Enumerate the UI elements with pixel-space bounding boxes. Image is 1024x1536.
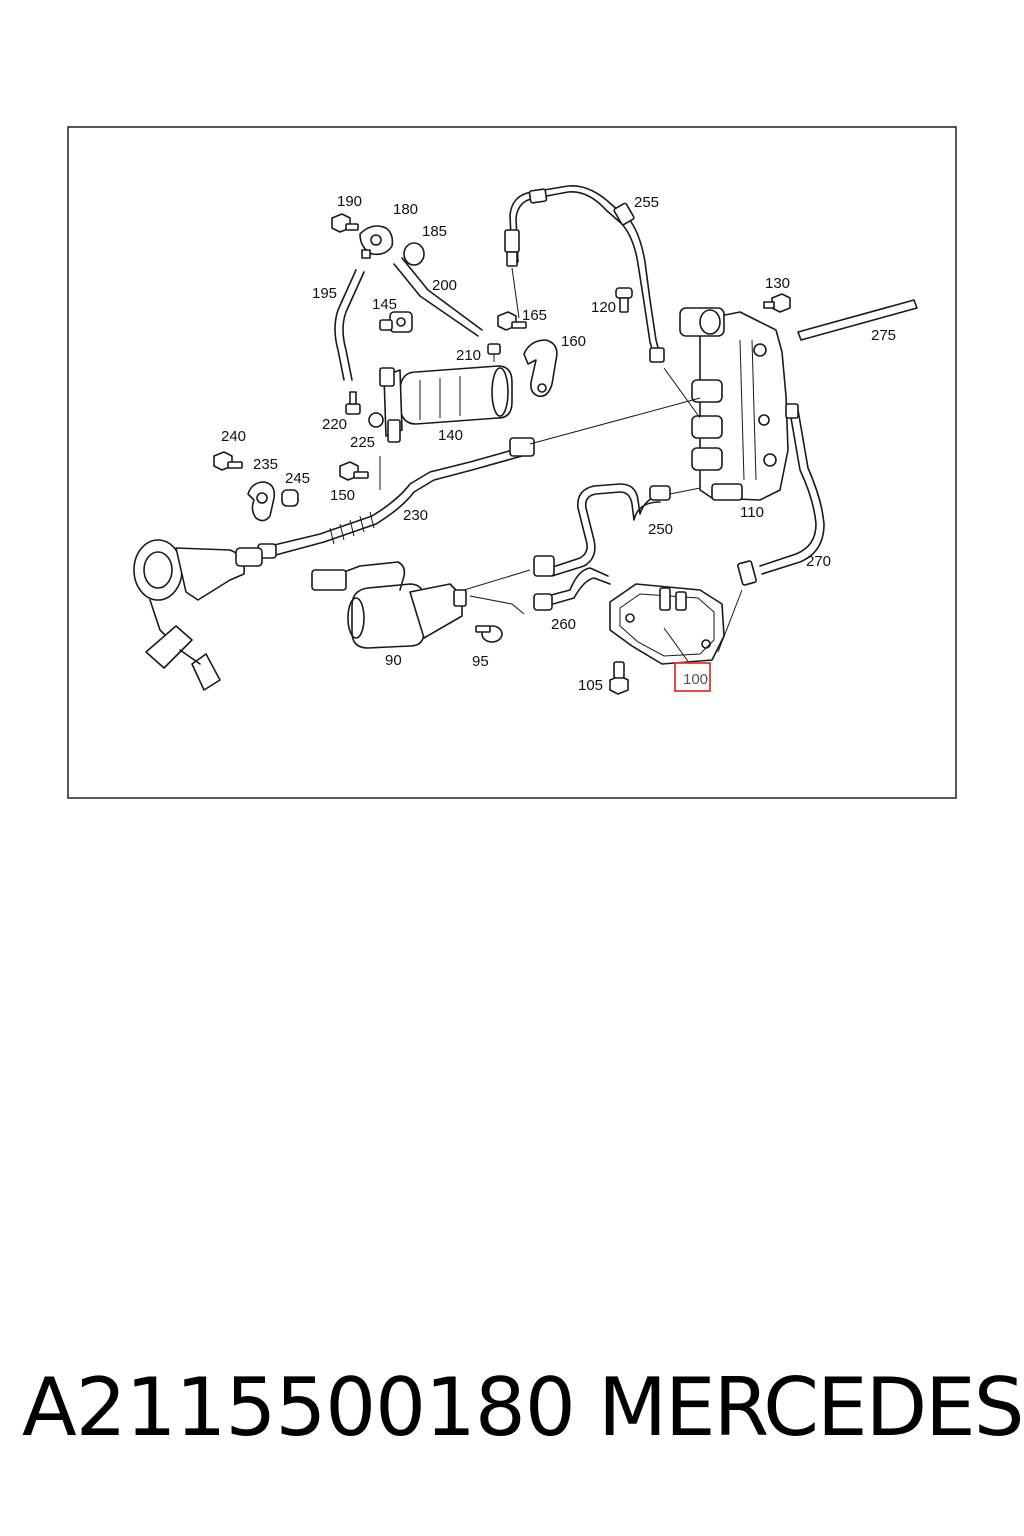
callout-225: 225	[350, 434, 375, 451]
bracket-160	[523, 339, 558, 398]
o-ring-185	[403, 242, 425, 266]
callout-90: 90	[385, 652, 402, 669]
bolt-130	[763, 293, 791, 313]
callout-220: 220	[322, 416, 347, 433]
bolt-120	[615, 287, 633, 313]
callout-165: 165	[522, 307, 547, 324]
callout-145: 145	[372, 296, 397, 313]
bolt-105	[609, 661, 629, 695]
clutch-slave-cylinder	[133, 539, 263, 691]
motor-90	[311, 561, 467, 649]
callout-200: 200	[432, 277, 457, 294]
flange-180	[359, 225, 394, 259]
callout-240: 240	[221, 428, 246, 445]
callout-250: 250	[648, 521, 673, 538]
brand-name: MERCEDES	[598, 1361, 1024, 1454]
callout-160: 160	[561, 333, 586, 350]
callout-245: 245	[285, 470, 310, 487]
clamp-235	[247, 481, 276, 522]
callout-255: 255	[634, 194, 659, 211]
callout-120: 120	[591, 299, 616, 316]
diagram-frame	[67, 126, 957, 799]
callout-230: 230	[403, 507, 428, 524]
pump-140	[379, 365, 513, 443]
callout-150: 150	[330, 487, 355, 504]
hose-195	[334, 269, 365, 381]
housing-100	[609, 583, 725, 665]
callout-95: 95	[472, 653, 489, 670]
callout-185: 185	[422, 223, 447, 240]
callout-130: 130	[765, 275, 790, 292]
hose-260	[533, 567, 611, 611]
grommet-245	[281, 489, 299, 507]
rod-275	[797, 299, 918, 341]
callout-180: 180	[393, 201, 418, 218]
bolt-150	[339, 461, 369, 481]
callout-110: 110	[740, 504, 764, 521]
callout-270: 270	[806, 553, 831, 570]
bolt-165	[497, 311, 527, 331]
bolt-95	[475, 625, 503, 643]
valve-block-110	[679, 307, 789, 501]
bolt-190	[331, 213, 359, 233]
hose-200	[393, 257, 483, 337]
fitting-220	[345, 391, 361, 415]
callout-195: 195	[312, 285, 337, 302]
callout-235: 235	[253, 456, 278, 473]
sensor-145	[379, 311, 413, 333]
hose-230	[257, 437, 535, 559]
o-ring-225	[368, 412, 384, 428]
pipe-250	[533, 483, 671, 577]
callout-100: 100	[683, 671, 708, 688]
callout-210: 210	[456, 347, 481, 364]
callout-260: 260	[551, 616, 576, 633]
callouts: 190 180 185 255 195 200 145 165 120 130 …	[221, 193, 896, 694]
highlight-box	[674, 662, 711, 692]
hose-270	[737, 403, 825, 586]
callout-190: 190	[337, 193, 362, 210]
callout-140: 140	[438, 427, 463, 444]
callout-105: 105	[578, 677, 603, 694]
callout-275: 275	[871, 327, 896, 344]
pressure-line-255	[504, 185, 665, 363]
part-number: A2115500180	[22, 1361, 576, 1454]
connector-210	[487, 343, 501, 362]
bolt-240	[213, 451, 243, 471]
leader-lines	[379, 367, 743, 665]
